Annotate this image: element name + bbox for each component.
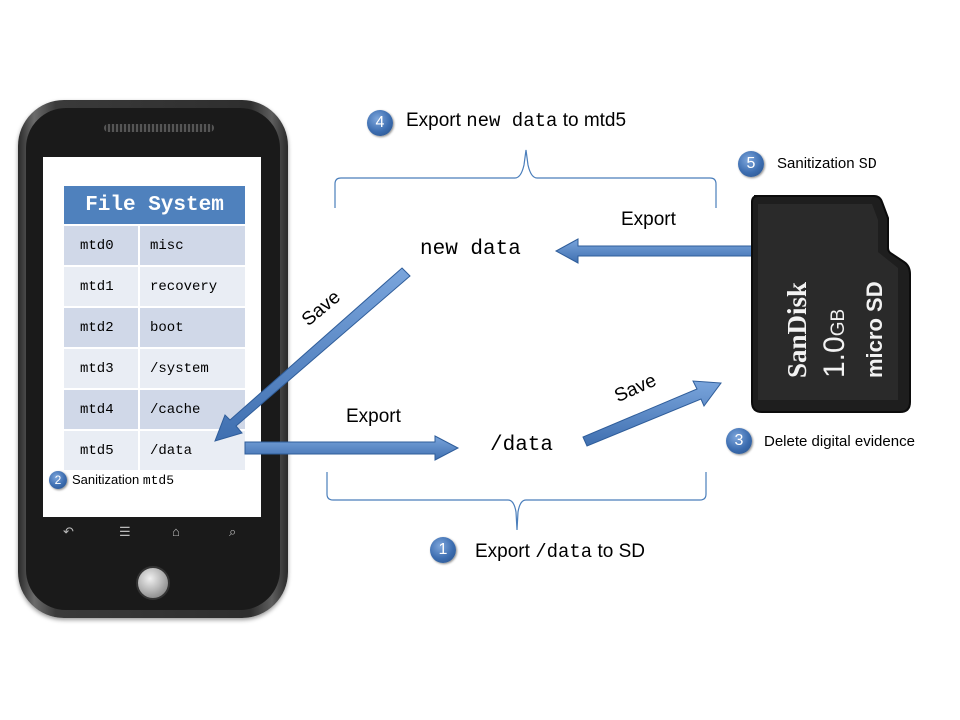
menu-icon[interactable]: ☰ bbox=[119, 524, 131, 539]
bottom-brace bbox=[326, 472, 707, 531]
step-2-label: Sanitization mtd5 bbox=[72, 472, 174, 488]
fs-partition: mtd2 bbox=[80, 319, 114, 336]
sd-card-body bbox=[751, 195, 911, 413]
arrow-save-new-data-to-mtd5 bbox=[214, 267, 411, 442]
phone-softkeys: ↶ ☰ ⌂ ⌕ bbox=[43, 520, 261, 546]
fs-name: /data bbox=[138, 431, 245, 470]
home-icon[interactable]: ⌂ bbox=[172, 524, 180, 539]
step-4-suffix: to mtd5 bbox=[557, 110, 627, 131]
fs-name: /cache bbox=[138, 390, 245, 429]
fs-name: recovery bbox=[138, 267, 245, 306]
fs-row-mtd4: mtd4 /cache bbox=[64, 390, 245, 429]
fs-partition: mtd5 bbox=[80, 442, 114, 459]
fs-row-mtd5: mtd5 /data bbox=[64, 431, 245, 470]
sd-capacity-unit: GB bbox=[828, 308, 849, 337]
fs-name: misc bbox=[138, 226, 245, 265]
fs-name: boot bbox=[138, 308, 245, 347]
step-1-prefix: Export bbox=[475, 541, 536, 562]
sd-capacity: 1.0GB bbox=[818, 309, 852, 378]
step-2-code: mtd5 bbox=[142, 473, 175, 488]
fs-row-mtd3: mtd3 /system bbox=[64, 349, 245, 388]
sd-capacity-value: 1.0 bbox=[818, 336, 851, 378]
node-new-data: new data bbox=[420, 238, 521, 261]
arrow-export-sd-to-new-data bbox=[554, 238, 761, 264]
arrow-label-export-top: Export bbox=[621, 209, 676, 230]
step-3-label: Delete digital evidence bbox=[764, 433, 915, 450]
step-5-prefix: Sanitization bbox=[777, 155, 859, 172]
fs-row-mtd2: mtd2 boot bbox=[64, 308, 245, 347]
microsd-card: SanDisk 1.0GB micro SD bbox=[748, 192, 916, 416]
fs-name: /system bbox=[138, 349, 245, 388]
fs-partition: mtd4 bbox=[80, 401, 114, 418]
step-5-code: SD bbox=[858, 156, 877, 173]
top-brace bbox=[334, 149, 717, 208]
sd-card-label: SanDisk 1.0GB micro SD bbox=[766, 232, 916, 382]
file-system-title: File System bbox=[64, 186, 245, 224]
step-badge-4: 4 bbox=[367, 110, 393, 136]
phone-speaker bbox=[104, 124, 214, 132]
step-1-suffix: to SD bbox=[592, 541, 646, 562]
fs-partition: mtd3 bbox=[80, 360, 114, 377]
step-4-prefix: Export bbox=[406, 110, 467, 131]
fs-row-mtd1: mtd1 recovery bbox=[64, 267, 245, 306]
arrow-export-mtd5-to-data bbox=[244, 435, 460, 461]
step-badge-5: 5 bbox=[738, 151, 764, 177]
node-data: /data bbox=[490, 434, 554, 457]
fs-row-mtd0: mtd0 misc bbox=[64, 226, 245, 265]
step-5-label: Sanitization SD bbox=[777, 155, 877, 173]
step-4-label: Export new data to mtd5 bbox=[406, 110, 626, 132]
step-badge-2: 2 bbox=[49, 471, 67, 489]
step-badge-1: 1 bbox=[430, 537, 456, 563]
step-2-prefix: Sanitization bbox=[72, 472, 143, 487]
search-icon[interactable]: ⌕ bbox=[229, 524, 237, 539]
back-icon[interactable]: ↶ bbox=[63, 524, 74, 539]
sd-type: micro SD bbox=[862, 281, 887, 378]
arrow-label-export-bottom: Export bbox=[346, 406, 401, 427]
sd-brand: SanDisk bbox=[782, 281, 812, 378]
step-1-label: Export /data to SD bbox=[475, 541, 645, 563]
step-badge-3: 3 bbox=[726, 428, 752, 454]
fs-partition: mtd0 bbox=[80, 237, 114, 254]
step-4-code: new data bbox=[466, 110, 558, 132]
phone-home-button[interactable] bbox=[136, 566, 170, 600]
arrow-save-data-to-sd bbox=[582, 380, 722, 447]
step-1-code: /data bbox=[535, 541, 593, 563]
fs-partition: mtd1 bbox=[80, 278, 114, 295]
